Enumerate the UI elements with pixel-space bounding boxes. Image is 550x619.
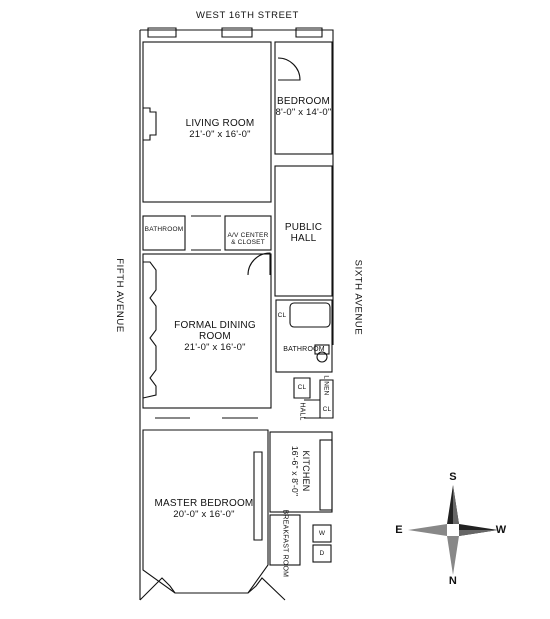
dryer-label: D (313, 550, 331, 557)
breakfast-room-name: BREAKFAST ROOM (281, 509, 289, 578)
av-center-wall (224, 215, 272, 251)
closet-a-name: CL (277, 312, 287, 319)
compass-icon (408, 485, 498, 575)
kitchen-counter (319, 439, 333, 511)
bedroom-name: BEDROOM (276, 96, 331, 107)
small-bathroom-label: BATHROOM (144, 226, 184, 233)
hall-name: HALL (298, 402, 306, 421)
kitchen-label: KITCHEN 16'-6" x 8'-0" (289, 439, 311, 503)
east-street-label: SIXTH AVENUE (352, 259, 364, 336)
formal-dining-line1: FORMAL DINING (174, 320, 256, 331)
dining-door (247, 252, 271, 276)
compass-south-label: S (449, 471, 457, 483)
breakfast-wall (269, 514, 301, 566)
toilet (314, 344, 330, 355)
closet-c-label: CL (320, 406, 334, 413)
bedroom-wall (274, 41, 333, 155)
closet-a-label: CL (275, 312, 289, 319)
kitchen-dims: 16'-6" x 8'-0" (290, 445, 300, 497)
closet-b-label: CL (294, 384, 310, 391)
washer-label: W (313, 530, 331, 537)
bedroom-label: BEDROOM 8'-0" x 14'-0" (275, 96, 332, 118)
bedroom-dims: 8'-0" x 14'-0" (275, 107, 332, 118)
hall-label: HALL (299, 402, 306, 422)
linen-name: LINEN (322, 375, 330, 396)
dryer-box (312, 544, 332, 563)
public-hall-wall (274, 165, 333, 297)
bedroom-door (277, 57, 301, 81)
closet-c-name: CL (322, 406, 332, 413)
bathroom-wall (275, 299, 333, 373)
master-bedroom-name: MASTER BEDROOM (154, 498, 254, 509)
public-hall-line2: HALL (290, 233, 317, 244)
sink (316, 351, 328, 363)
north-street-label: WEST 16TH STREET (196, 10, 299, 21)
living-room-dims: 21'-0" x 16'-0" (189, 129, 251, 140)
formal-dining-dims: 21'-0" x 16'-0" (184, 342, 246, 353)
closet-walls (293, 377, 334, 419)
small-bathroom-name: BATHROOM (144, 226, 184, 233)
av-center-line1: A/V CENTER (227, 232, 269, 239)
bathroom-label: BATHROOM (276, 346, 332, 353)
window-row-north (147, 27, 323, 38)
formal-dining-label: FORMAL DINING ROOM 21'-0" x 16'-0" (167, 320, 263, 353)
compass-north-label: N (448, 575, 458, 587)
closet-b-name: CL (297, 384, 307, 391)
compass-west-label: W (495, 524, 507, 536)
dryer-name: D (319, 550, 325, 557)
formal-dining-line2: ROOM (199, 331, 231, 342)
living-room-name: LIVING ROOM (185, 118, 255, 129)
fireplace (143, 107, 157, 141)
kitchen-name: KITCHEN (301, 450, 311, 492)
compass-east-label: E (395, 524, 403, 536)
public-hall-line1: PUBLIC (284, 222, 323, 233)
linen-label: LINEN (323, 374, 330, 398)
bathroom-name: BATHROOM (283, 346, 325, 353)
exterior-wall (139, 29, 334, 600)
formal-dining-wall (142, 253, 272, 409)
av-center-line2: & CLOSET (231, 239, 265, 246)
living-room-label: LIVING ROOM 21'-0" x 16'-0" (180, 118, 260, 140)
small-bathroom-wall (142, 215, 186, 251)
bay-window-south (139, 577, 286, 601)
av-shelves (191, 215, 221, 251)
washer-box (312, 524, 332, 543)
public-hall-label: PUBLIC HALL (275, 222, 332, 244)
living-room-wall (142, 41, 272, 203)
master-closet (253, 451, 263, 541)
washer-name: W (318, 530, 326, 537)
master-bedroom-dims: 20'-0" x 16'-0" (173, 509, 235, 520)
west-street-label: FIFTH AVENUE (113, 258, 125, 333)
master-bedroom-label: MASTER BEDROOM 20'-0" x 16'-0" (152, 498, 256, 520)
bathtub (289, 302, 331, 328)
av-center-label: A/V CENTER & CLOSET (225, 232, 271, 246)
bay-windows-west (142, 261, 157, 399)
breakfast-room-label: BREAKFAST ROOM (281, 509, 289, 578)
